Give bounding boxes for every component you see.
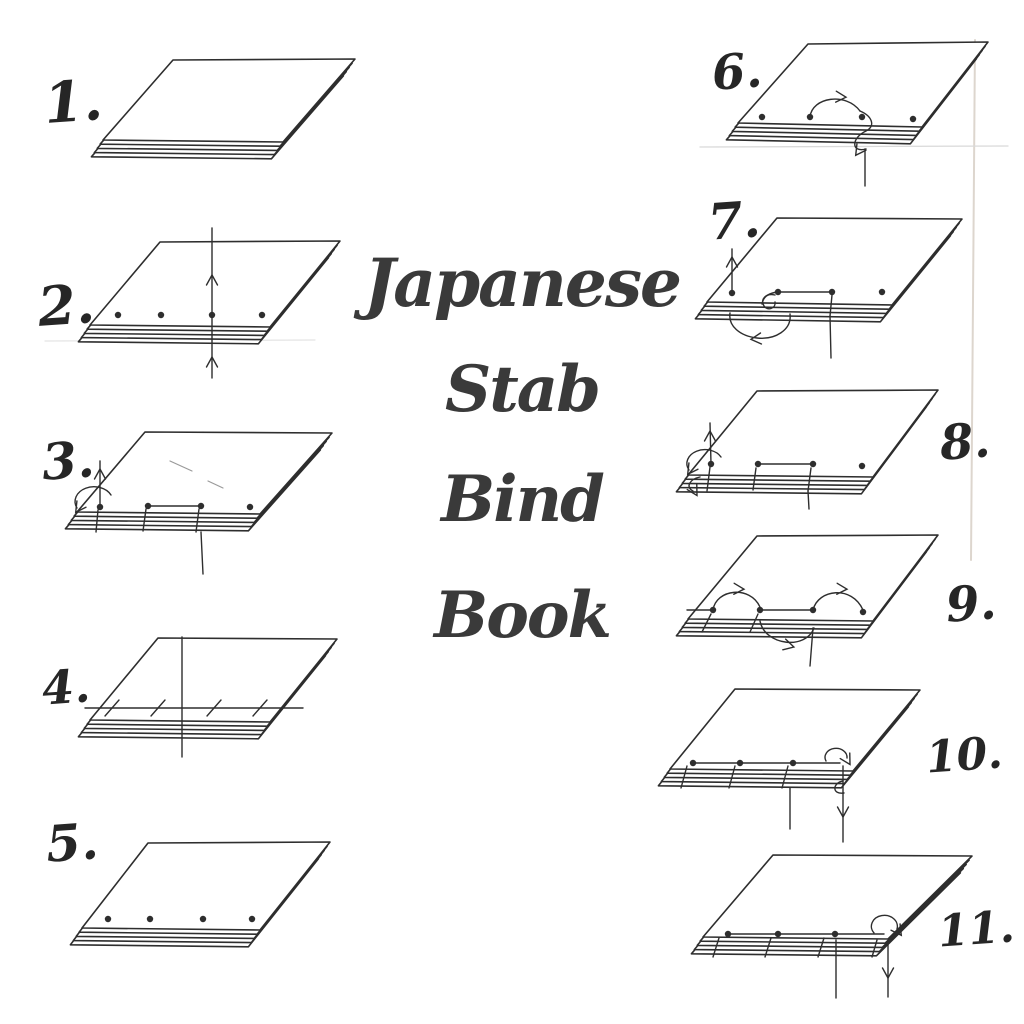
step-3-number: 3. [39, 429, 97, 492]
step-1-number: 1. [41, 67, 105, 137]
step-4-number: 4. [40, 658, 92, 716]
step-5-illustration [69, 841, 331, 948]
step-8-illustration [675, 389, 939, 510]
step-8-number: 8. [938, 412, 993, 472]
step-7-illustration [694, 217, 963, 359]
step-5-number: 5. [43, 811, 101, 874]
step-2-number: 2. [35, 271, 97, 339]
title-line-japanese: Japanese [363, 244, 682, 322]
step-9-illustration [675, 534, 939, 667]
step-1-illustration [90, 58, 356, 160]
step-4-illustration [77, 636, 338, 758]
title-line-book: Book [434, 578, 612, 653]
title-line-bind: Bind [441, 462, 605, 537]
step-9-number: 9. [944, 574, 999, 634]
step-11-number: 11. [936, 901, 1017, 958]
step-10-illustration [657, 688, 921, 843]
step-6-number: 6. [710, 42, 765, 102]
step-11-illustration [690, 854, 973, 999]
step-3-illustration [64, 431, 333, 575]
step-7-number: 7. [705, 189, 763, 252]
step-2-illustration [77, 227, 341, 379]
step-10-number: 10. [924, 727, 1005, 784]
title-line-stab: Stab [445, 352, 601, 427]
step-6-illustration [725, 41, 989, 187]
